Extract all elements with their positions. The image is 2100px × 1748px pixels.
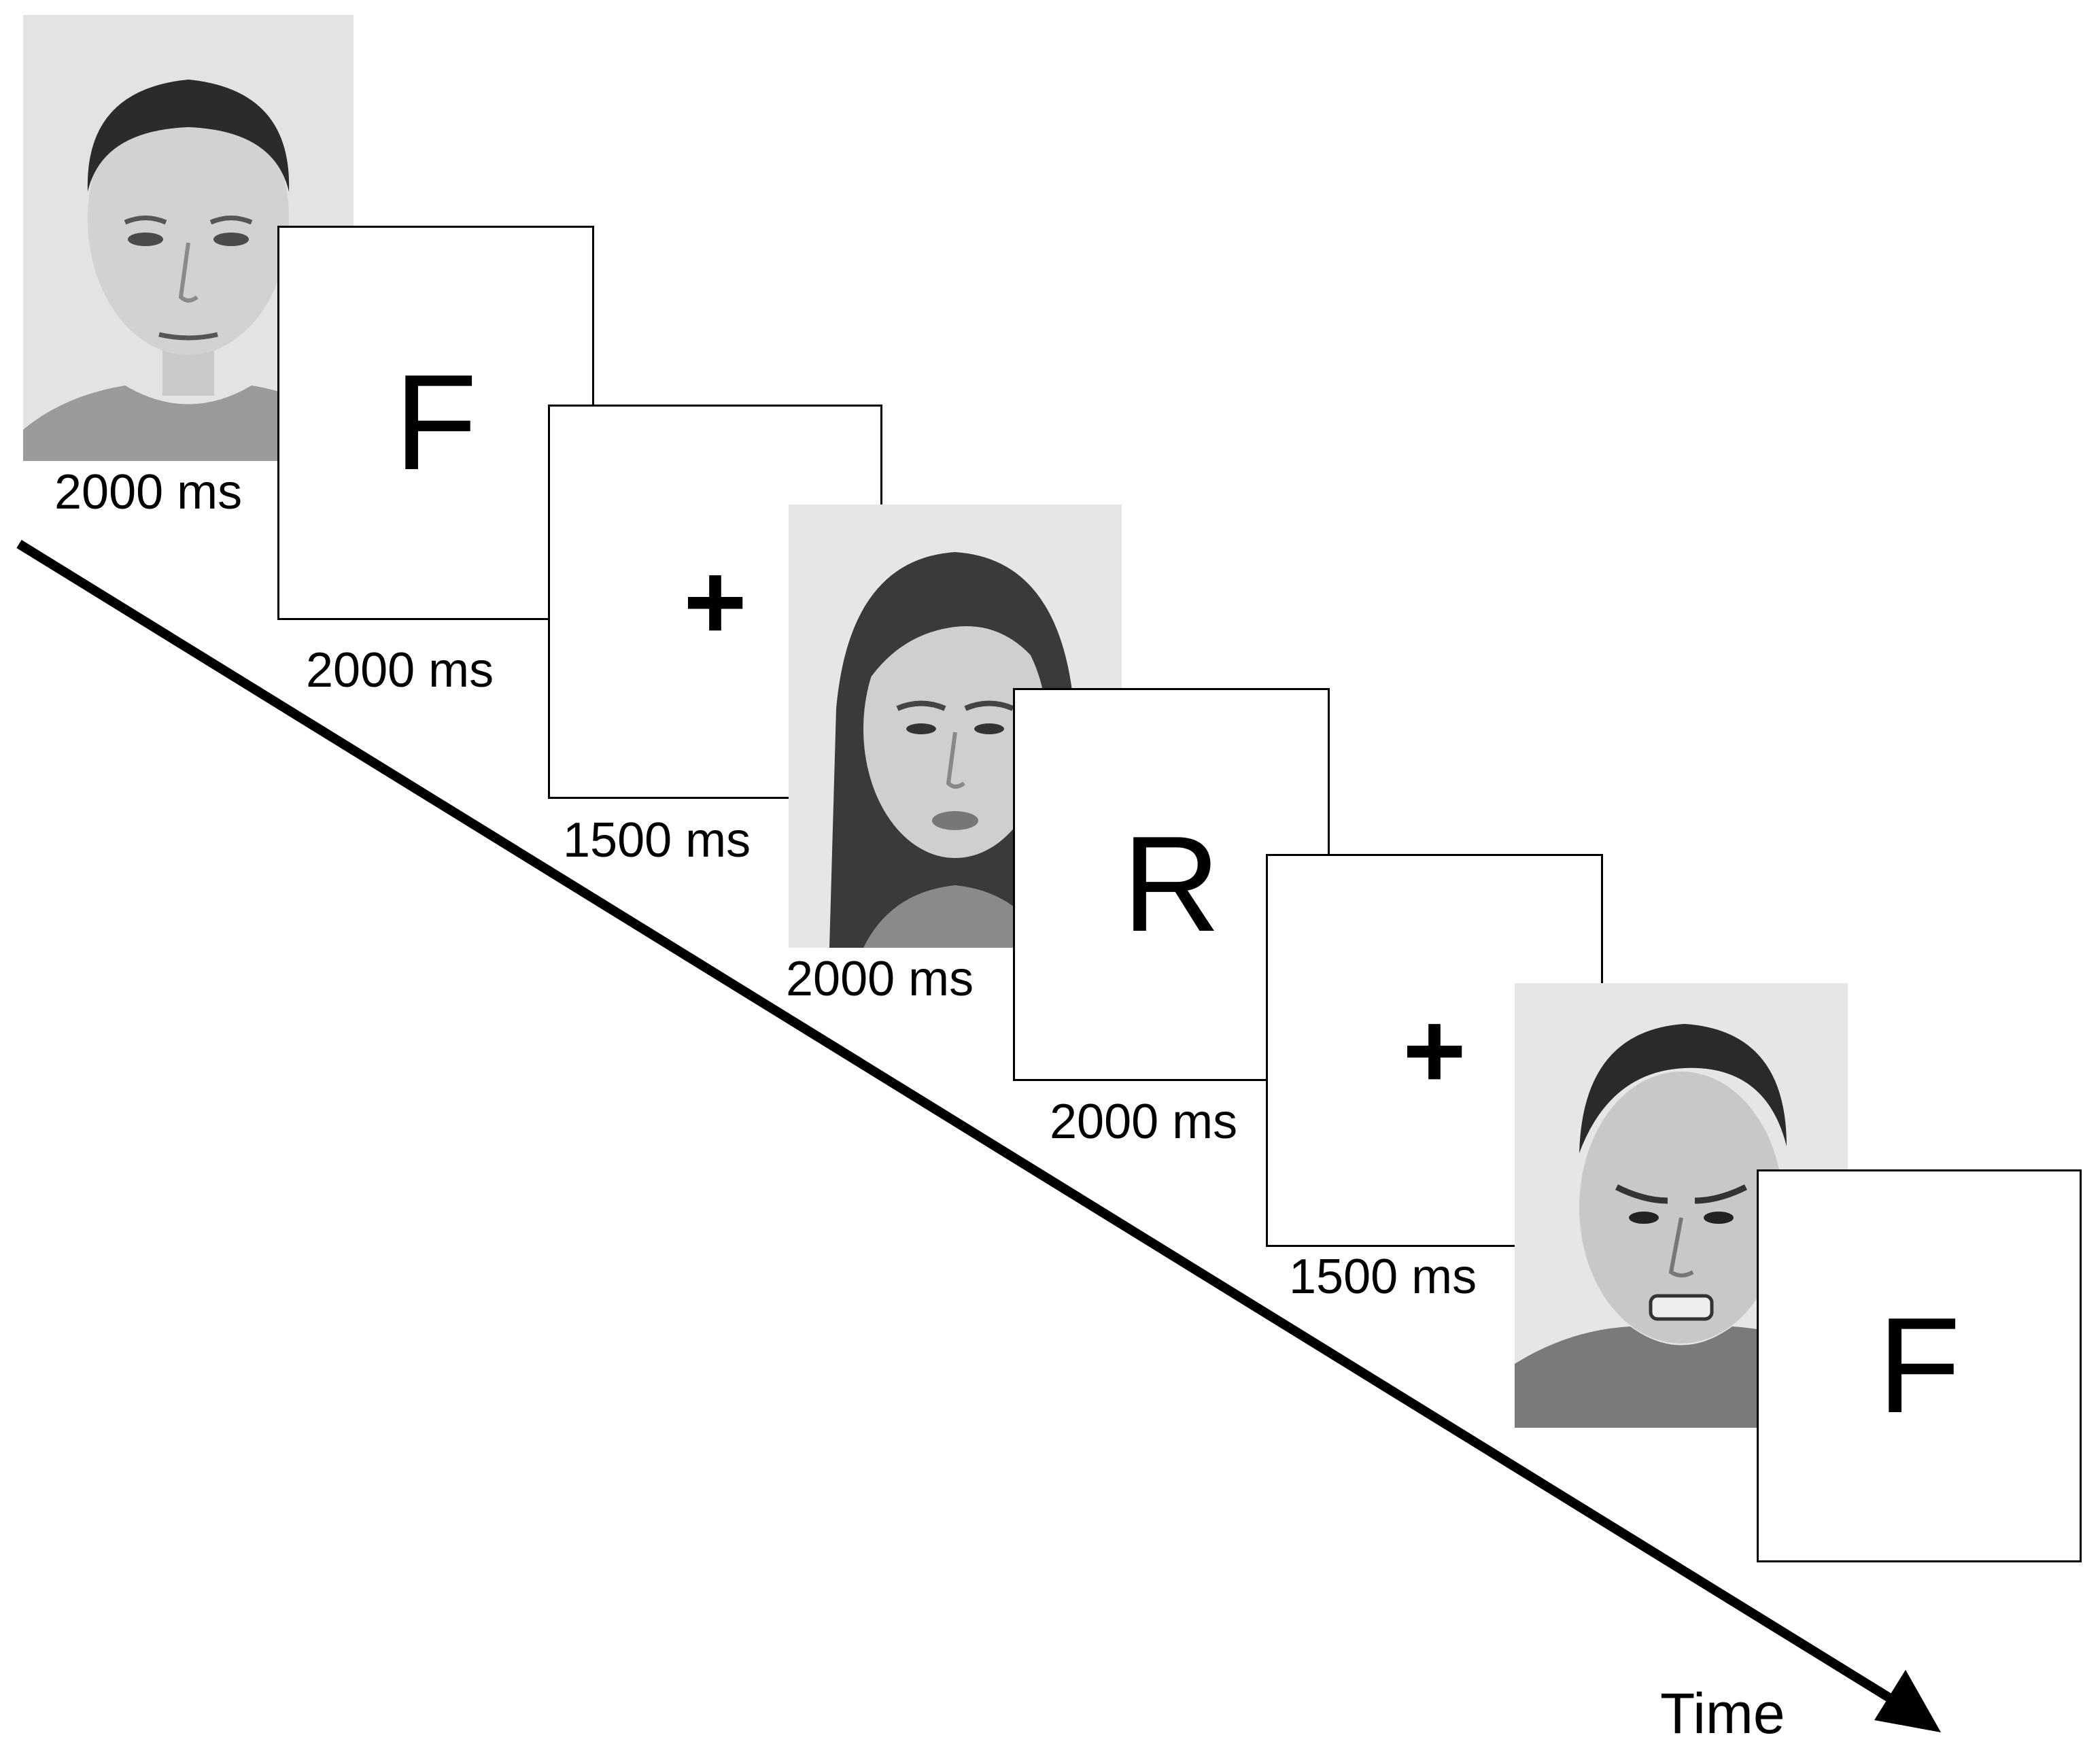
duration-label: 1500 ms	[563, 813, 751, 868]
duration-label: 2000 ms	[306, 643, 494, 698]
stimulus-face-angry-male	[1515, 983, 1848, 1428]
neutral-male-face-icon	[23, 15, 354, 461]
duration-label: 2000 ms	[54, 465, 243, 519]
time-axis-label: Time	[1660, 1681, 1785, 1745]
time-arrow-head	[1874, 1670, 1941, 1732]
stimulus-letter-frame-1: F	[277, 226, 594, 620]
target-letter: F	[1877, 1290, 1961, 1441]
duration-label: 1500 ms	[1289, 1250, 1477, 1304]
fixation-cross: +	[1402, 989, 1466, 1111]
duration-label: 2000 ms	[786, 952, 974, 1006]
stimulus-letter-frame-3: F	[1757, 1169, 2082, 1562]
time-arrow-line	[16, 540, 1906, 1711]
target-letter: F	[394, 347, 478, 498]
fixation-cross: +	[683, 541, 747, 662]
duration-label: 2000 ms	[1050, 1095, 1238, 1149]
target-letter: R	[1122, 808, 1221, 960]
